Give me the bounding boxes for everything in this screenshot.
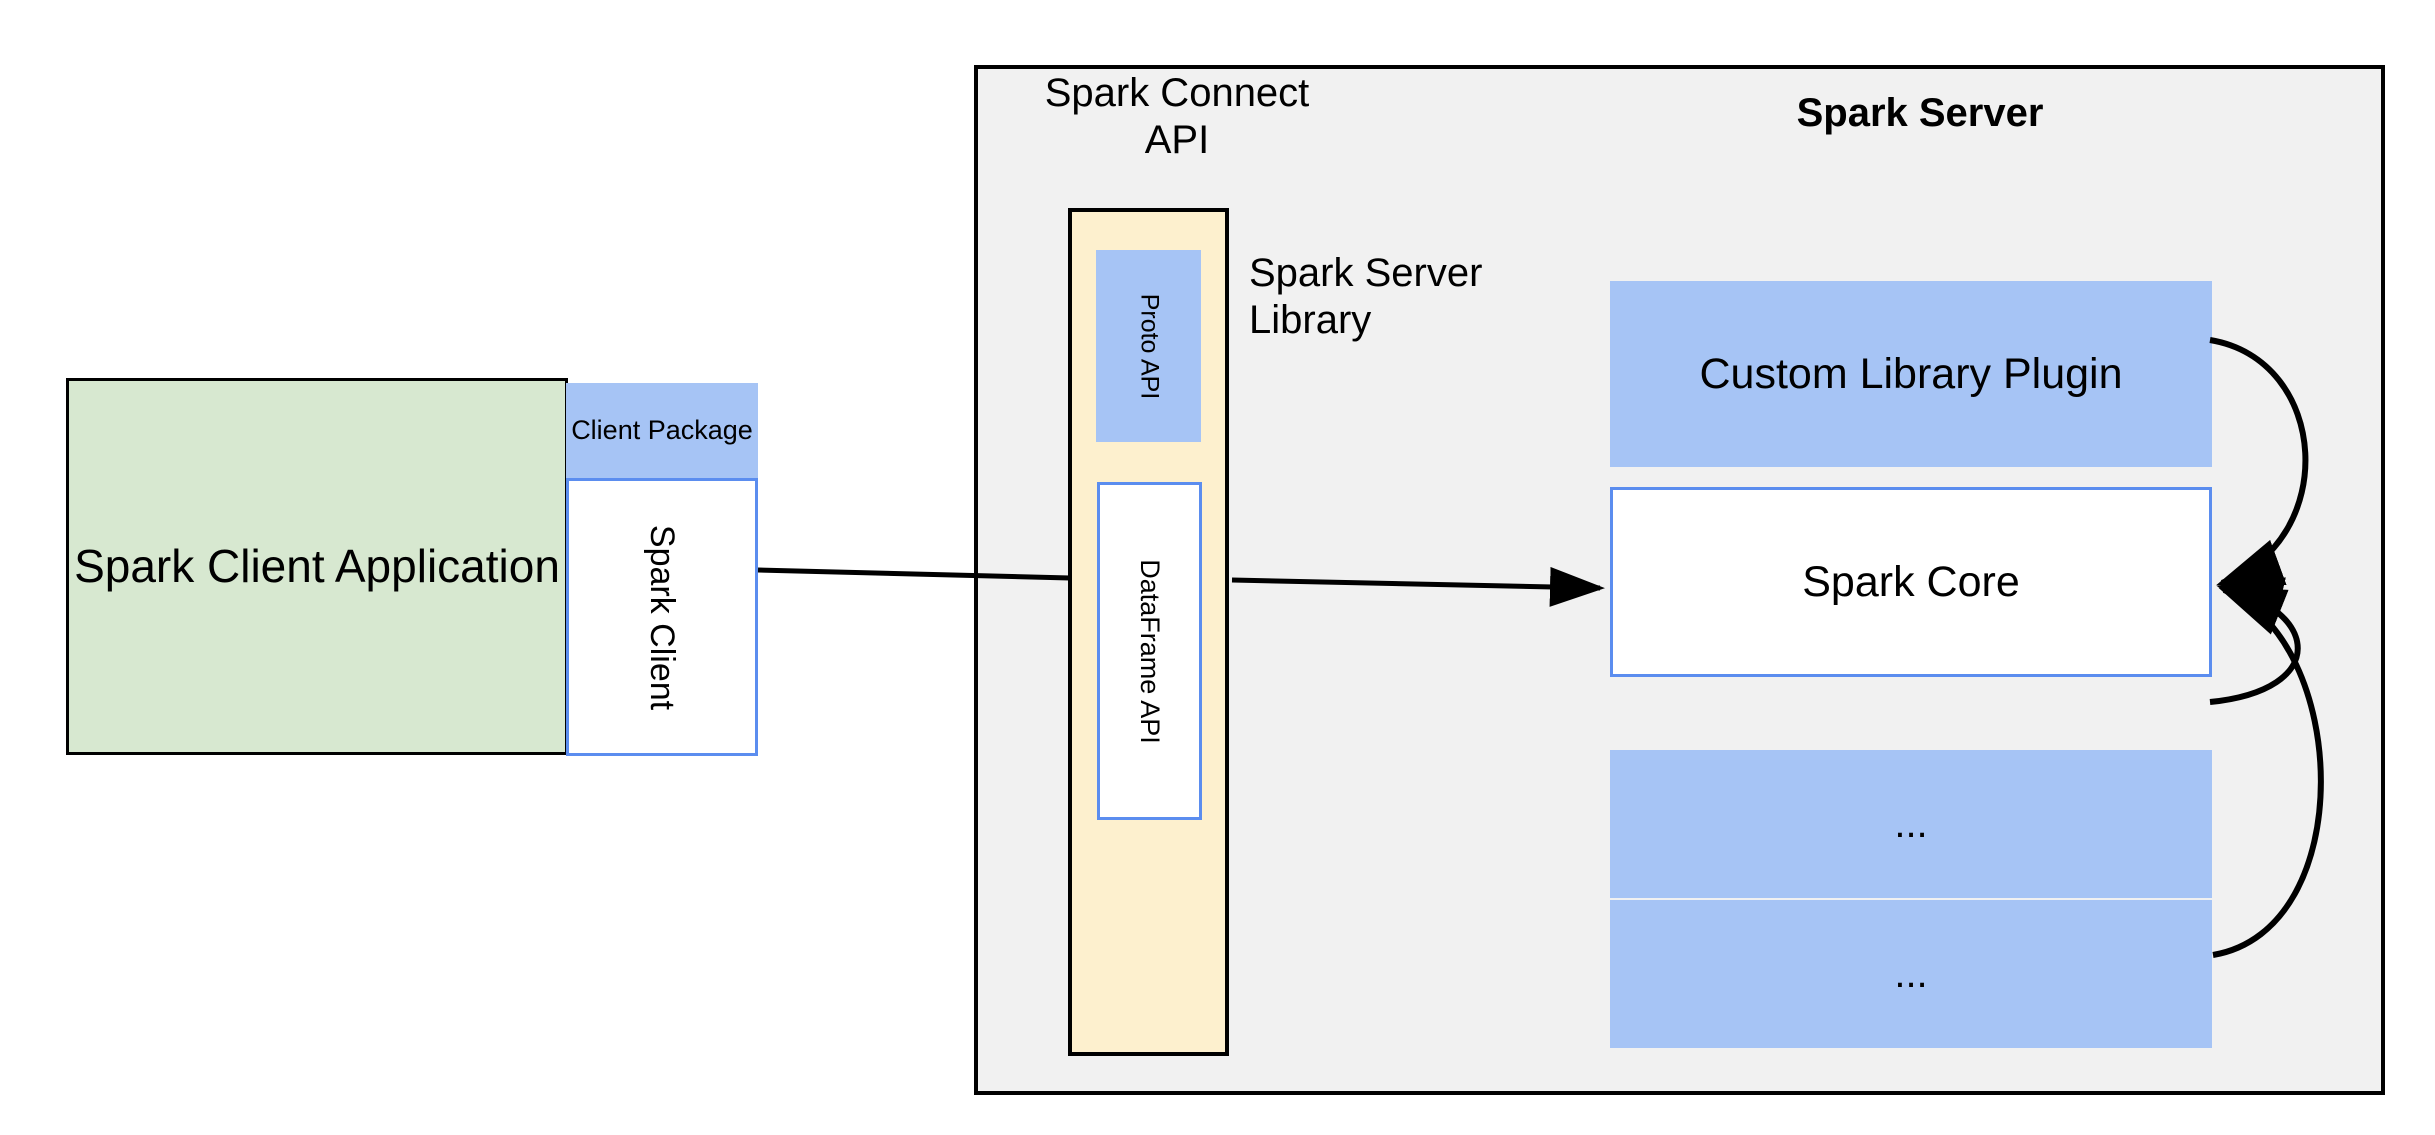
- ellipsis-box-one[interactable]: ...: [1610, 750, 2212, 898]
- spark-core-box[interactable]: Spark Core: [1610, 487, 2212, 677]
- custom-library-plugin-box[interactable]: Custom Library Plugin: [1610, 281, 2212, 467]
- spark-server-library-label: Spark Server Library: [1249, 251, 1483, 343]
- proto-api-box[interactable]: Proto API: [1096, 250, 1201, 442]
- spark-client-application-box[interactable]: Spark Client Application: [66, 378, 568, 755]
- dataframe-api-label: DataFrame API: [1135, 558, 1166, 744]
- spark-client-box[interactable]: Spark Client: [566, 478, 758, 756]
- ellipsis-box-two[interactable]: ...: [1610, 900, 2212, 1048]
- dataframe-api-box[interactable]: DataFrame API: [1097, 482, 1202, 820]
- client-package-box[interactable]: Client Package: [566, 383, 758, 479]
- spark-client-label: Spark Client: [643, 524, 682, 710]
- spark-server-title: Spark Server: [1796, 91, 2044, 135]
- proto-api-label: Proto API: [1135, 293, 1163, 399]
- spark-connect-api-label: Spark Connect API: [1044, 71, 1310, 163]
